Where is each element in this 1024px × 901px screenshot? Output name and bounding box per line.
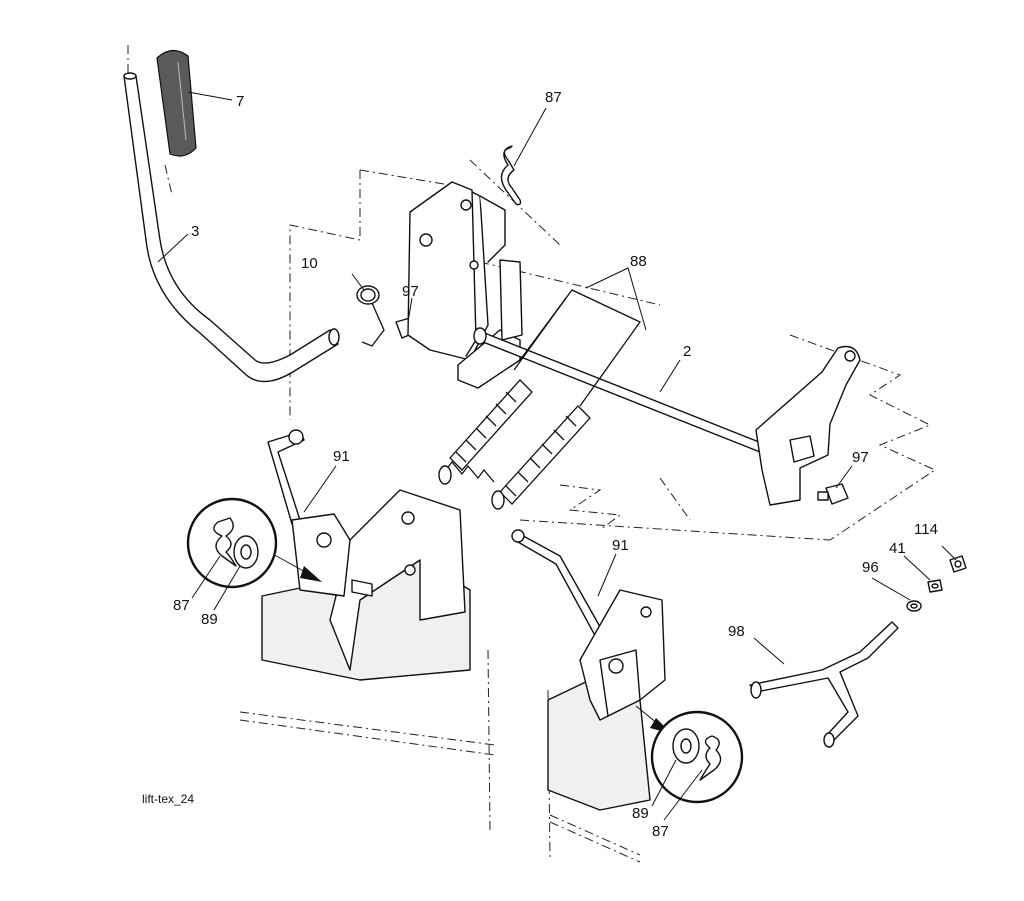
hairpin-clip-detail-right [699, 735, 722, 781]
callout-98: 98 [728, 623, 745, 640]
shoulder-bolt-right-part-97 [817, 483, 849, 505]
drawing-reference-tag: lift-tex_24 [142, 792, 194, 806]
callout-91-right: 91 [612, 537, 629, 554]
callout-89-bottom: 89 [632, 805, 649, 822]
callout-87-bottom: 87 [652, 823, 669, 840]
callout-41: 41 [889, 540, 906, 557]
callout-7: 7 [236, 93, 244, 110]
callout-89-left: 89 [201, 611, 218, 628]
nut-part-114 [949, 555, 967, 573]
lift-lever-part-3 [123, 72, 340, 383]
hairpin-clip-detail-left [213, 517, 237, 567]
callout-97-right: 97 [852, 449, 869, 466]
washer-part-96 [906, 600, 922, 612]
lift-shaft-part-2 [473, 327, 861, 506]
nut-part-41 [927, 579, 943, 593]
callout-labels: 7 3 87 10 97 88 2 97 91 87 89 91 114 41 … [173, 89, 938, 840]
washer-detail-right [672, 728, 700, 764]
callout-91-left: 91 [333, 448, 350, 465]
spring-coil-right [491, 405, 591, 510]
callout-114: 114 [914, 521, 938, 538]
handle-grip-part-7 [156, 49, 197, 157]
callout-87-top: 87 [545, 89, 562, 106]
callout-10: 10 [301, 255, 318, 272]
assembly-reference-lines [127, 45, 937, 863]
torsion-spring-part-10 [356, 285, 385, 347]
callout-97-left: 97 [402, 283, 419, 300]
washer-detail-left [233, 535, 259, 569]
extension-springs-part-88 [438, 289, 641, 510]
callout-3: 3 [191, 223, 199, 240]
detail-view-left [186, 497, 322, 589]
deck-bracket-left [261, 489, 471, 681]
callout-leaders [157, 91, 957, 821]
spring-coil-left [438, 379, 533, 485]
callout-87-left: 87 [173, 597, 190, 614]
deck-bracket-right [547, 589, 666, 811]
mounting-bracket [407, 181, 523, 389]
hairpin-clip-top-part-87 [500, 145, 522, 206]
callout-96: 96 [862, 559, 879, 576]
callout-2: 2 [683, 343, 691, 360]
callout-88: 88 [630, 253, 647, 270]
detail-view-right [635, 705, 744, 804]
lift-link-left-part-91 [267, 429, 305, 525]
front-link-part-98 [749, 621, 899, 748]
